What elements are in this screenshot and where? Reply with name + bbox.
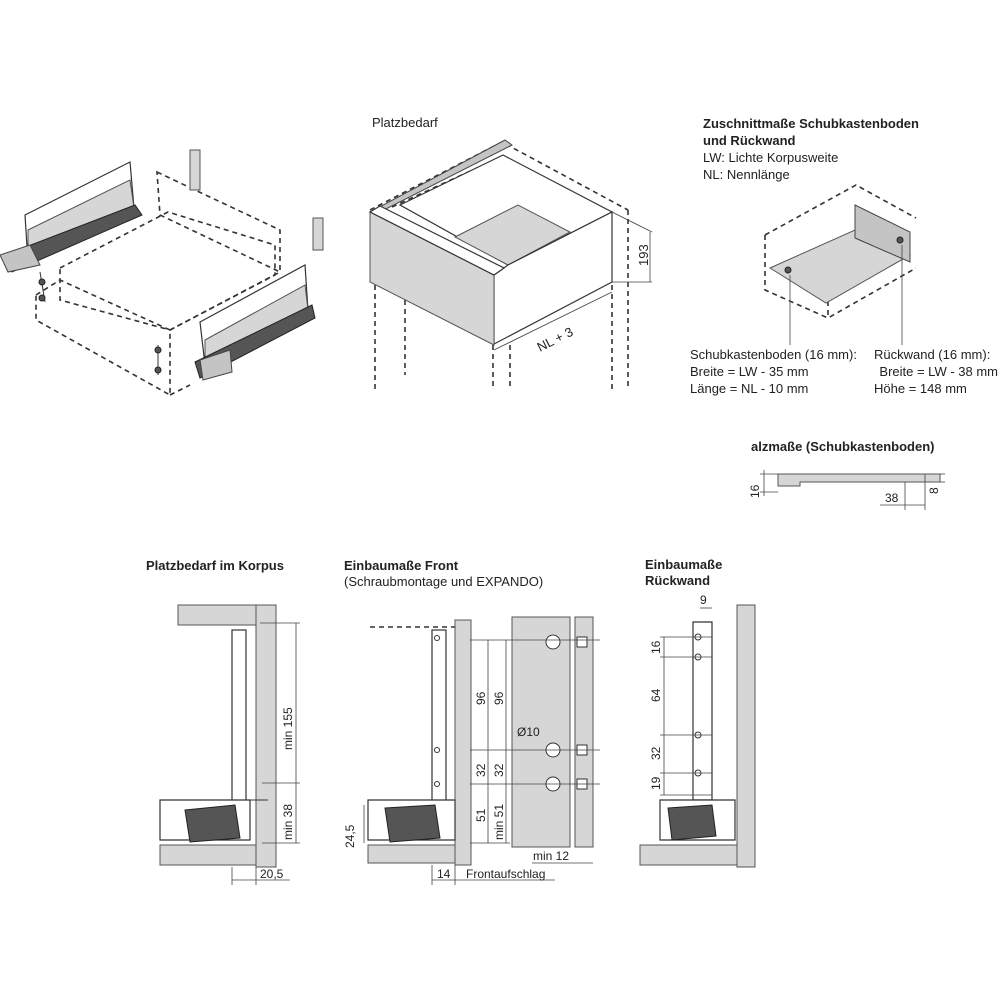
falz-dim-16: 16 [748,484,762,498]
korpus-drawing [159,604,300,885]
rueckwand-einbau-title-line2: Rückwand [645,573,711,588]
rueckwand-spec-line3: Höhe = 148 mm [874,381,967,396]
rueckwand-einbau-title-line1: Einbaumaße [645,557,723,572]
korpus-dim-205: 20,5 [260,867,284,881]
front-drawing [363,616,600,885]
falz-dim-38: 38 [885,491,899,505]
korpus-dim-38: min 38 [281,804,295,840]
platzbedarf-isometric [368,139,653,390]
korpus-dim-155: min 155 [281,707,295,750]
platzbedarf-title: Platzbedarf [372,115,438,130]
front-frontaufschlag: Frontaufschlag [466,867,545,881]
falz-dim-8: 8 [927,487,941,494]
platzbedarf-nl-dim: NL + 3 [535,324,576,355]
front-dim-96b: 96 [492,691,506,705]
front-dim-96a: 96 [474,691,488,705]
rueckwand-dim-19: 19 [649,776,663,790]
front-dim-32a: 32 [474,763,488,777]
exploded-drawer-view [0,149,324,397]
boden-spec-line3: Länge = NL - 10 mm [690,381,809,396]
front-dim-14: 14 [437,867,451,881]
rueckwand-spec-line2: Breite = LW - 38 mm [879,364,998,379]
front-title: Einbaumaße Front [344,558,459,573]
zuschnitt-nl-definition: NL: Nennlänge [703,167,790,182]
rueckwand-einbau-drawing [639,604,756,868]
falz-drawing [760,470,945,510]
zuschnitt-title-line2: und Rückwand [703,133,796,148]
zuschnitt-drawing [764,184,917,345]
rueckwand-dim-32: 32 [649,746,663,760]
rueckwand-dim-64: 64 [649,688,663,702]
zuschnitt-title-line1: Zuschnittmaße Schubkastenboden [703,116,919,131]
boden-spec-line1: Schubkastenboden (16 mm): [690,347,857,362]
boden-spec-line2: Breite = LW - 35 mm [690,364,809,379]
rueckwand-dim-9: 9 [700,593,707,607]
front-dim-min51: min 51 [492,804,506,840]
front-dim-245: 24,5 [343,824,357,848]
falz-title: alzmaße (Schubkastenboden) [751,439,935,454]
front-subtitle: (Schraubmontage und EXPANDO) [344,574,544,589]
rueckwand-dim-16: 16 [649,640,663,654]
korpus-title: Platzbedarf im Korpus [146,558,284,573]
front-dim-32b: 32 [492,763,506,777]
front-dim-min12: min 12 [533,849,569,863]
front-dim-51: 51 [474,808,488,822]
platzbedarf-height-dim: 193 [636,244,651,266]
zuschnitt-lw-definition: LW: Lichte Korpusweite [703,150,839,165]
front-dim-d10: Ø10 [517,725,540,739]
rueckwand-spec-line1: Rückwand (16 mm): [874,347,991,362]
